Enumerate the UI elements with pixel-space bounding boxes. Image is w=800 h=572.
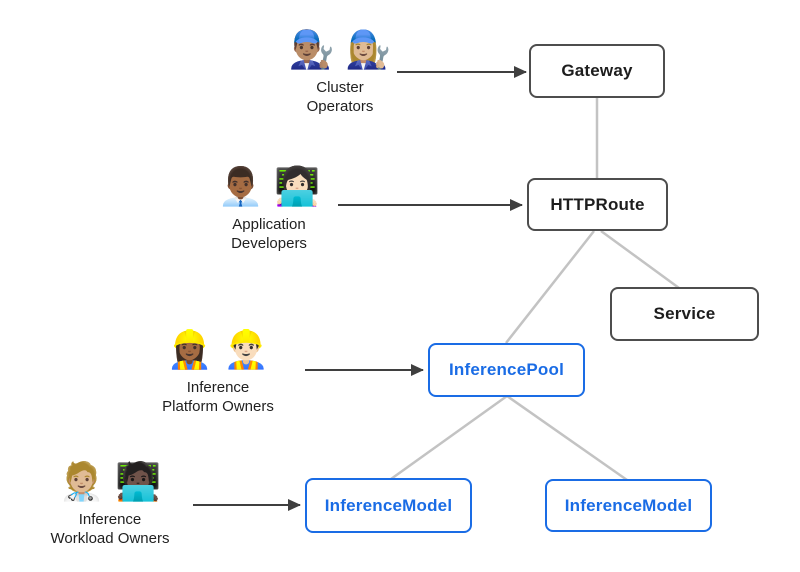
application-developers-label: Application Developers	[231, 216, 307, 252]
node-inferencemodel-left: InferenceModel	[305, 478, 472, 533]
connector-inferencepool-inferencemodel-right	[506, 394, 628, 482]
node-gateway: Gateway	[529, 44, 665, 98]
cluster-operators-emoji-icon: 👨🏽‍🔧 👩🏼‍🔧	[288, 29, 392, 70]
application-developers-emoji-icon: 👨🏾‍💼 👩🏻‍💻	[217, 166, 321, 207]
connector-httproute-inferencepool	[505, 230, 595, 344]
actor-application-developers: 👨🏾‍💼 👩🏻‍💻 Application Developers	[184, 164, 354, 253]
node-httproute: HTTPRoute	[527, 178, 668, 231]
connector-inferencepool-inferencemodel-left	[390, 394, 508, 481]
node-inferencemodel-right: InferenceModel	[545, 479, 712, 532]
inference-workload-owners-emoji-icon: 🧑🏼‍⚕️ 🧑🏿‍💻	[58, 461, 162, 502]
inference-platform-owners-label: Inference Platform Owners	[162, 379, 274, 415]
connector-httproute-service	[600, 229, 680, 290]
node-inferencepool: InferencePool	[428, 343, 585, 397]
inference-platform-owners-emoji-icon: 👷🏾‍♀️ 👷🏻‍♂️	[166, 329, 270, 370]
node-service: Service	[610, 287, 759, 341]
cluster-operators-label: Cluster Operators	[306, 79, 374, 115]
actor-inference-workload-owners: 🧑🏼‍⚕️ 🧑🏿‍💻 Inference Workload Owners	[25, 459, 195, 548]
inference-workload-owners-label: Inference Workload Owners	[50, 511, 170, 547]
actor-inference-platform-owners: 👷🏾‍♀️ 👷🏻‍♂️ Inference Platform Owners	[133, 327, 303, 416]
actor-cluster-operators: 👨🏽‍🔧 👩🏼‍🔧 Cluster Operators	[255, 27, 425, 116]
